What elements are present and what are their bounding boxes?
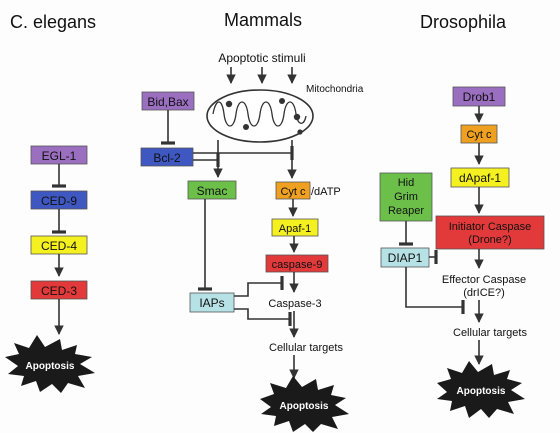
- bidbax-label: Bid,Bax: [147, 95, 188, 109]
- iaps-label: IAPs: [199, 296, 224, 310]
- ced3-label: CED-3: [41, 284, 77, 298]
- celegans-apoptosis-label: Apoptosis: [26, 361, 75, 372]
- header-mammals: Mammals: [224, 10, 302, 30]
- caspase9-box: [265, 254, 329, 273]
- mammals-cellular-targets-label: Cellular targets: [269, 342, 343, 354]
- effector-line1: Effector Caspase: [442, 274, 526, 286]
- datp-label: /dATP: [311, 186, 341, 198]
- apaf1-label: Apaf-1: [279, 223, 311, 235]
- bcl2-box: [140, 147, 194, 167]
- apoptotic-stimuli-label: Apoptotic stimuli: [218, 51, 305, 65]
- egl1-label: EGL-1: [42, 149, 77, 163]
- smac-label: Smac: [197, 184, 228, 198]
- dros-cytc-label: Cyt c: [466, 129, 492, 141]
- header-drosophila: Drosophila: [420, 12, 507, 32]
- hid-grim-reaper-box: [379, 172, 433, 222]
- reaper-label: Reaper: [388, 205, 424, 217]
- ced4-label: CED-4: [41, 239, 77, 253]
- smac-box: [187, 180, 237, 200]
- mammals-apoptosis-burst-icon: [260, 376, 349, 432]
- cytc-label: Cyt c: [280, 186, 306, 198]
- apaf1-box: [271, 218, 319, 237]
- diap1-label: DIAP1: [388, 251, 423, 265]
- mammals-pathway: Apoptotic stimuli Mitochondria Bid,Bax B…: [140, 51, 364, 432]
- bcl2-label: Bcl-2: [153, 151, 181, 165]
- ced9-label: CED-9: [41, 194, 77, 208]
- grim-label: Grim: [394, 191, 418, 203]
- header-celegans: C. elegans: [10, 12, 96, 32]
- iaps-inhibit-caspase3: [234, 308, 292, 327]
- mitochondria-label: Mitochondria: [306, 84, 364, 95]
- drosophila-apoptosis-burst-icon: [437, 361, 525, 418]
- iaps-inhibit-caspase9: [234, 275, 284, 297]
- drosophila-pathway: Drob1 Cyt c dApaf-1 Hid Grim Reaper Init…: [379, 86, 545, 418]
- initiator-line2: (Drone?): [468, 234, 511, 246]
- drob1-label: Drob1: [463, 90, 496, 104]
- mammals-apoptosis-label: Apoptosis: [280, 401, 329, 412]
- diap1-inhibits-effector: [405, 267, 465, 315]
- iaps-box: [189, 292, 235, 313]
- celegans-pathway: EGL-1 CED-9 CED-4 CED-3 Apoptosis: [5, 145, 95, 393]
- celegans-apoptosis-burst-icon: [5, 335, 95, 393]
- effector-line2: (drICE?): [463, 287, 505, 299]
- hid-label: Hid: [398, 177, 415, 189]
- dapaf1-label: dApaf-1: [459, 171, 501, 185]
- dros-cellular-targets-label: Cellular targets: [453, 327, 527, 339]
- dapaf1-box: [450, 167, 510, 188]
- initiator-line1: Initiator Caspase: [449, 221, 532, 233]
- initiator-caspase-box: [435, 215, 545, 250]
- caspase3-label: Caspase-3: [268, 298, 321, 310]
- mitochondria-icon: [206, 89, 314, 143]
- drosophila-apoptosis-label: Apoptosis: [457, 386, 506, 397]
- caspase9-label: caspase-9: [272, 259, 323, 271]
